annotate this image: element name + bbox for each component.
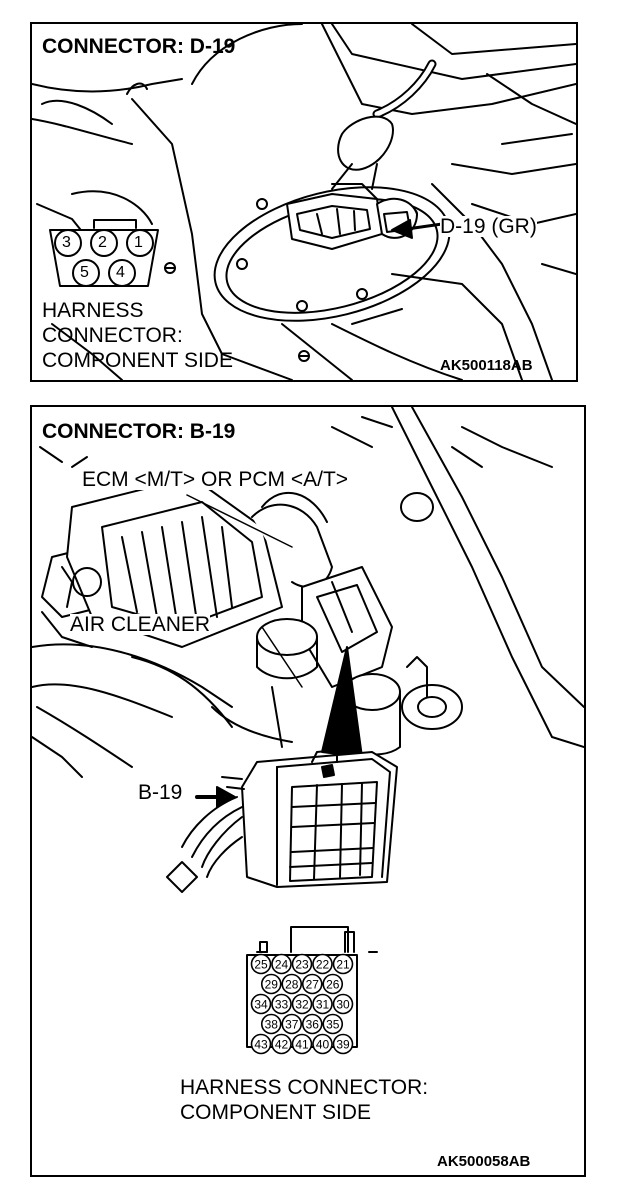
pin-circle — [312, 993, 333, 1015]
pin-circle — [250, 1033, 272, 1055]
pin-number: 1 — [134, 234, 143, 251]
pin-circle — [126, 229, 154, 257]
harness-label-line: COMPONENT SIDE — [180, 1101, 371, 1124]
pin-number: 41 — [295, 1038, 309, 1052]
pin-number: 42 — [275, 1038, 289, 1052]
pin-circle — [108, 259, 136, 287]
pin-circle — [301, 973, 323, 995]
connector-d19-pin-face — [54, 229, 154, 287]
pin-number: 34 — [254, 998, 268, 1012]
pin-circle — [271, 1033, 292, 1055]
pin-number: 37 — [285, 1018, 299, 1032]
pin-number: 39 — [336, 1038, 350, 1052]
pin-number: 28 — [285, 978, 299, 992]
pin-number: 24 — [275, 958, 289, 972]
pin-circle — [250, 993, 272, 1015]
pin-number: 26 — [326, 978, 340, 992]
pin-number: 43 — [254, 1038, 268, 1052]
pin-circle — [291, 993, 313, 1015]
ecm-pcm-label: ECM <M/T> OR PCM <A/T> — [82, 468, 349, 491]
pin-circle — [312, 1033, 333, 1055]
pin-circle — [72, 259, 100, 287]
pin-circle — [312, 953, 333, 975]
connector-b19-pin-face: 25 24 23 22 21 29 28 27 26 34 33 32 31 30 38 37 36 35 43 42… — [250, 953, 354, 1055]
pin-number: 4 — [116, 264, 125, 281]
pin-circle — [90, 229, 118, 257]
pin-circle — [291, 1033, 313, 1055]
pin-number: 22 — [316, 958, 330, 972]
pin-number: 21 — [336, 958, 350, 972]
air-cleaner-label: AIR CLEANER — [70, 613, 211, 636]
pin-circle — [271, 953, 292, 975]
pin-number: 3 — [62, 234, 71, 251]
pin-circle — [250, 953, 272, 975]
pin-circle — [332, 1033, 354, 1055]
pin-number: 25 — [254, 958, 268, 972]
pin-number: 23 — [295, 958, 309, 972]
pin-circle — [281, 1013, 303, 1035]
figure-code: AK500058AB — [437, 1153, 531, 1170]
pin-number: 32 — [295, 998, 309, 1012]
pin-circle — [291, 953, 313, 975]
connector-b19-panel: CONNECTOR: B-19 ECM <M/T> OR PCM <A/T> A… — [30, 405, 586, 1177]
connector-d19-title: CONNECTOR: D-19 — [42, 35, 236, 58]
figure-code: AK500118AB — [440, 357, 533, 374]
pin-circle — [332, 993, 354, 1015]
pin-circle — [260, 1013, 282, 1035]
pin-circle — [332, 953, 354, 975]
harness-label-line: COMPONENT SIDE — [42, 349, 233, 372]
connector-b19-title: CONNECTOR: B-19 — [42, 420, 236, 443]
harness-label-line: HARNESS — [42, 299, 144, 322]
pin-circle — [322, 1013, 344, 1035]
pin-number: 30 — [336, 998, 350, 1012]
pin-number: 33 — [275, 998, 289, 1012]
pin-number: 5 — [80, 264, 89, 281]
connector-d19-panel: CONNECTOR: D-19 3 2 1 5 4 HARNESS CONNEC… — [30, 22, 578, 382]
pin-circle — [281, 973, 303, 995]
pin-number: 29 — [265, 978, 279, 992]
pin-circle — [54, 229, 82, 257]
pin-circle — [322, 973, 344, 995]
pin-number: 2 — [98, 234, 107, 251]
pin-circle — [271, 993, 292, 1015]
pin-circle — [301, 1013, 323, 1035]
pin-circle — [260, 973, 282, 995]
d19-callout-label: D-19 (GR) — [440, 215, 537, 238]
harness-label-line: HARNESS CONNECTOR: — [180, 1076, 429, 1099]
pin-number: 31 — [316, 998, 330, 1012]
pin-number: 40 — [316, 1038, 330, 1052]
pin-number: 35 — [326, 1018, 340, 1032]
pin-number: 38 — [265, 1018, 279, 1032]
pin-number: 36 — [306, 1018, 320, 1032]
b19-callout-label: B-19 — [138, 781, 183, 804]
pin-number: 27 — [306, 978, 320, 992]
harness-label-line: CONNECTOR: — [42, 324, 183, 347]
